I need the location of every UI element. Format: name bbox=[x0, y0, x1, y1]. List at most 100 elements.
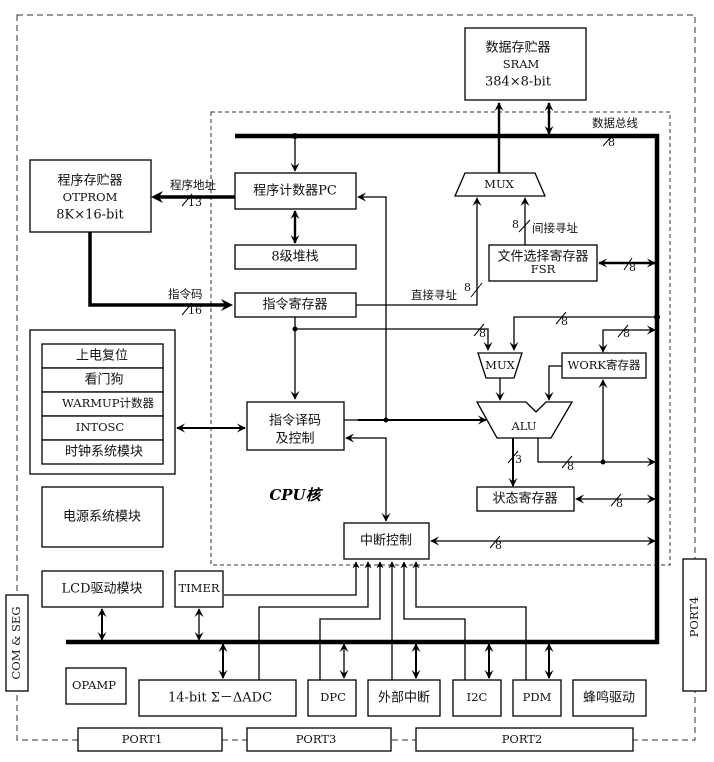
bus-width-slash bbox=[610, 493, 622, 507]
status-bus-width: 8 bbox=[616, 497, 623, 510]
bus-width-slash bbox=[555, 311, 567, 325]
pdm-label: PDM bbox=[523, 690, 552, 704]
interrupt-bus-width: 8 bbox=[495, 539, 502, 552]
bus-width-slash bbox=[561, 455, 573, 469]
instr-code-bus bbox=[88, 232, 226, 307]
fsr-block bbox=[488, 244, 598, 282]
watchdog-item bbox=[41, 367, 164, 393]
ir-to-alu-mux-wire bbox=[295, 328, 493, 351]
power-system-block bbox=[41, 486, 164, 548]
stack-block bbox=[234, 244, 357, 270]
work-to-alu-wire bbox=[544, 365, 562, 401]
sram-size: 384×8-bit bbox=[485, 75, 552, 90]
otprom-type: OTPROM bbox=[63, 190, 118, 204]
external-interrupt-block bbox=[367, 679, 441, 717]
bus-width-slash bbox=[518, 219, 531, 233]
intosc-item bbox=[41, 415, 164, 441]
fsr-title: 文件选择寄存器 bbox=[497, 249, 588, 265]
instruction-register-label: 指令寄存器 bbox=[262, 297, 327, 313]
work-register-label: WORK寄存器 bbox=[568, 358, 641, 372]
status-register-label: 状态寄存器 bbox=[492, 491, 557, 507]
power-system-label: 电源系统模块 bbox=[63, 510, 141, 525]
alu-status-width: 3 bbox=[515, 453, 522, 466]
mux-top-label: MUX bbox=[484, 177, 514, 191]
bus-width-slash bbox=[507, 450, 519, 464]
watchdog-label: 看门狗 bbox=[84, 372, 123, 388]
bus-width-slash bbox=[489, 535, 501, 549]
interrupt-control-block bbox=[343, 522, 430, 560]
mux-alu-label: MUX bbox=[485, 358, 515, 372]
com-seg-label: COM & SEG bbox=[9, 606, 23, 679]
direct-addr-wire bbox=[356, 197, 482, 306]
alu-to-pc-wire bbox=[357, 192, 387, 420]
i2c-label: I2C bbox=[467, 690, 488, 704]
alu-label: ALU bbox=[510, 419, 536, 433]
i2c-block bbox=[452, 679, 502, 717]
bus-width-slash bbox=[181, 302, 193, 316]
mux-alu bbox=[477, 352, 523, 379]
instr-code-arrowhead bbox=[221, 299, 233, 311]
warmup-counter-label: WARMUP计数器 bbox=[62, 396, 154, 410]
fsr-type: FSR bbox=[531, 262, 556, 276]
opamp-block bbox=[65, 667, 127, 705]
alu-out-width: 8 bbox=[567, 460, 574, 473]
direct-addr-label: 直接寻址 bbox=[411, 288, 457, 302]
intosc-label: INTOSC bbox=[76, 420, 125, 434]
alu-out-wire bbox=[537, 438, 656, 467]
data-bus-width: 8 bbox=[608, 136, 615, 149]
buzzer-driver-block bbox=[572, 679, 647, 717]
port2 bbox=[415, 727, 634, 752]
instruction-register-block bbox=[234, 292, 357, 318]
work-register-block bbox=[561, 352, 647, 379]
port3-label: PORT3 bbox=[296, 732, 337, 746]
external-interrupt-label: 外部中断 bbox=[378, 691, 430, 706]
decoder-line1: 指令译码 bbox=[269, 414, 321, 429]
bus-mux-width: 8 bbox=[561, 315, 568, 328]
com-seg-port bbox=[5, 594, 29, 692]
port1-label: PORT1 bbox=[122, 732, 163, 746]
instr-code-width: 16 bbox=[188, 304, 202, 317]
lcd-driver-block bbox=[41, 570, 164, 608]
opamp-label: OPAMP bbox=[72, 678, 116, 692]
decoder-line2: 及控制 bbox=[275, 432, 314, 447]
prog-addr-label: 程序地址 bbox=[170, 178, 216, 192]
warmup-counter-item bbox=[41, 391, 164, 417]
port4 bbox=[682, 558, 707, 692]
pc-block bbox=[234, 172, 357, 210]
lcd-driver-label: LCD驱动模块 bbox=[61, 582, 142, 597]
interrupt-control-label: 中断控制 bbox=[360, 534, 412, 549]
dpc-label: DPC bbox=[320, 690, 346, 704]
direct-addr-width: 8 bbox=[464, 281, 471, 294]
port4-label: PORT4 bbox=[687, 597, 701, 638]
system-group-list: 上电复位 看门狗 WARMUP计数器 INTOSC 时钟系统模块 bbox=[41, 343, 164, 465]
interrupt-source-wires bbox=[224, 561, 527, 710]
bus-width-slash bbox=[470, 282, 483, 298]
pc-label: 程序计数器PC bbox=[253, 184, 337, 199]
sram-title: 数据存贮器 bbox=[485, 41, 550, 56]
bus-width-slash bbox=[623, 257, 633, 271]
mux-top bbox=[454, 172, 546, 197]
alu-block bbox=[475, 401, 574, 439]
clock-system-label: 时钟系统模块 bbox=[65, 444, 143, 460]
data-bus bbox=[66, 133, 660, 645]
pdm-block bbox=[512, 679, 562, 717]
stack-label: 8级堆栈 bbox=[271, 250, 318, 265]
data-bus-label: 数据总线 bbox=[592, 116, 638, 130]
dpc-block bbox=[307, 679, 357, 717]
prog-addr-arrowhead bbox=[151, 191, 163, 203]
cpu-core-boundary bbox=[210, 111, 671, 566]
bus-width-slash bbox=[181, 193, 193, 207]
buzzer-driver-label: 蜂鸣驱动 bbox=[583, 690, 635, 706]
port3 bbox=[246, 727, 392, 752]
decoder-block bbox=[246, 401, 345, 451]
port2-label: PORT2 bbox=[502, 732, 543, 746]
power-on-reset-label: 上电复位 bbox=[76, 349, 128, 364]
instr-code-label: 指令码 bbox=[168, 287, 203, 301]
adc-block bbox=[138, 679, 297, 717]
timer-block bbox=[174, 570, 224, 608]
sram-type: SRAM bbox=[503, 57, 540, 71]
otprom-size: 8K×16-bit bbox=[56, 208, 124, 223]
otprom-block bbox=[29, 159, 152, 233]
cpu-core-label: CPU核 bbox=[269, 486, 323, 504]
